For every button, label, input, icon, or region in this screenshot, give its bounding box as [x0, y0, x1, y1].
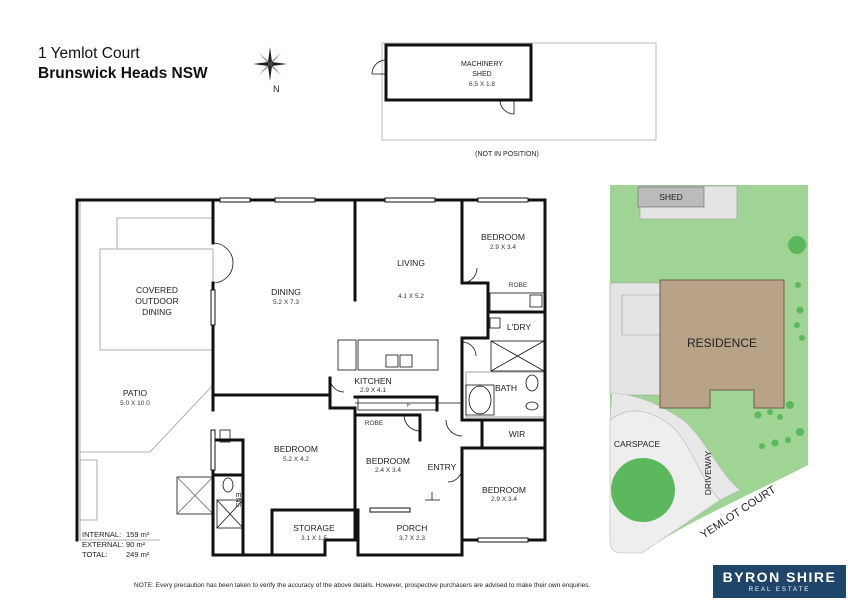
area-row-internal: INTERNAL:159 m² — [82, 530, 150, 539]
label-fridge: F — [407, 402, 411, 409]
address-line1: 1 Yemlot Court — [38, 45, 140, 62]
machinery-shed: MACHINERY SHED 6.5 X 1.8 (NOT IN POSITIO… — [371, 42, 657, 158]
area-row-total: TOTAL:249 m² — [82, 550, 150, 559]
label-porch-size: 3.7 X 2.3 — [399, 535, 425, 542]
fixtures — [216, 292, 546, 529]
label-kitchen: KITCHEN — [354, 376, 391, 386]
doors — [212, 242, 478, 501]
outdoor-areas — [79, 200, 214, 541]
label-ens: ENS — [234, 493, 241, 508]
logo-brand: BYRON SHIRE — [722, 569, 837, 585]
site-shed-label: SHED — [659, 192, 683, 202]
shed-size: 6.5 X 1.8 — [469, 81, 495, 88]
address-line2: Brunswick Heads NSW — [38, 65, 208, 82]
label-dining-size: 5.2 X 7.3 — [273, 299, 299, 306]
area-row-external: EXTERNAL:90 m² — [82, 540, 146, 549]
label-entry: ENTRY — [428, 462, 457, 472]
site-carspace-label: CARSPACE — [614, 439, 660, 449]
site-driveway-label: DRIVEWAY — [703, 450, 713, 495]
label-bedroom-ne: BEDROOM — [481, 232, 525, 242]
label-storage-size: 3.1 X 1.5 — [301, 535, 327, 542]
disclaimer-note: NOTE: Every precaution has been taken to… — [134, 582, 591, 589]
compass-north-label: N — [273, 84, 280, 94]
label-kitchen-size: 2.9 X 4.1 — [360, 387, 386, 394]
room-labels: COVERED OUTDOOR DINING PATIO 5.0 X 10.0 … — [120, 232, 531, 542]
site-plan: SHED RESIDENCE CARSPACE DRIVEWAY YEMLOT … — [609, 185, 808, 554]
label-laundry: L'DRY — [507, 322, 531, 332]
label-dining: DINING — [271, 287, 301, 297]
shed-name-1: MACHINERY — [461, 61, 503, 68]
house-walls — [75, 198, 547, 557]
windows — [210, 197, 529, 543]
label-bedroom-ne-size: 2.9 X 3.4 — [490, 244, 516, 251]
label-covered-3: DINING — [142, 307, 172, 317]
label-covered-1: COVERED — [136, 285, 178, 295]
label-living: LIVING — [397, 258, 425, 268]
agency-logo: BYRON SHIRE REAL ESTATE — [713, 565, 846, 598]
label-bedroom-se-size: 2.9 X 3.4 — [491, 496, 517, 503]
label-patio-size: 5.0 X 10.0 — [120, 400, 150, 407]
compass-icon — [253, 47, 287, 81]
site-residence-label: RESIDENCE — [687, 336, 757, 350]
label-robe-mid: ROBE — [365, 420, 384, 427]
label-covered-2: OUTDOOR — [135, 296, 178, 306]
label-bath: BATH — [495, 383, 517, 393]
logo-sub: REAL ESTATE — [748, 587, 811, 593]
label-storage: STORAGE — [293, 523, 335, 533]
address-block: 1 Yemlot Court Brunswick Heads NSW — [38, 44, 208, 84]
shed-name-2: SHED — [472, 71, 491, 78]
label-porch: PORCH — [397, 523, 428, 533]
label-wir: WIR — [509, 429, 526, 439]
label-bedroom-se: BEDROOM — [482, 485, 526, 495]
label-bedroom-main-size: 5.2 X 4.2 — [283, 456, 309, 463]
label-patio: PATIO — [123, 388, 148, 398]
shed-note: (NOT IN POSITION) — [475, 151, 539, 158]
label-bedroom-mid: BEDROOM — [366, 456, 410, 466]
label-living-size: 4.1 X 5.2 — [398, 293, 424, 300]
label-robe-ne: ROBE — [509, 282, 528, 289]
label-bedroom-main: BEDROOM — [274, 444, 318, 454]
area-summary: INTERNAL:159 m² EXTERNAL:90 m² TOTAL:249… — [82, 530, 149, 560]
label-bedroom-mid-size: 2.4 X 3.4 — [375, 467, 401, 474]
